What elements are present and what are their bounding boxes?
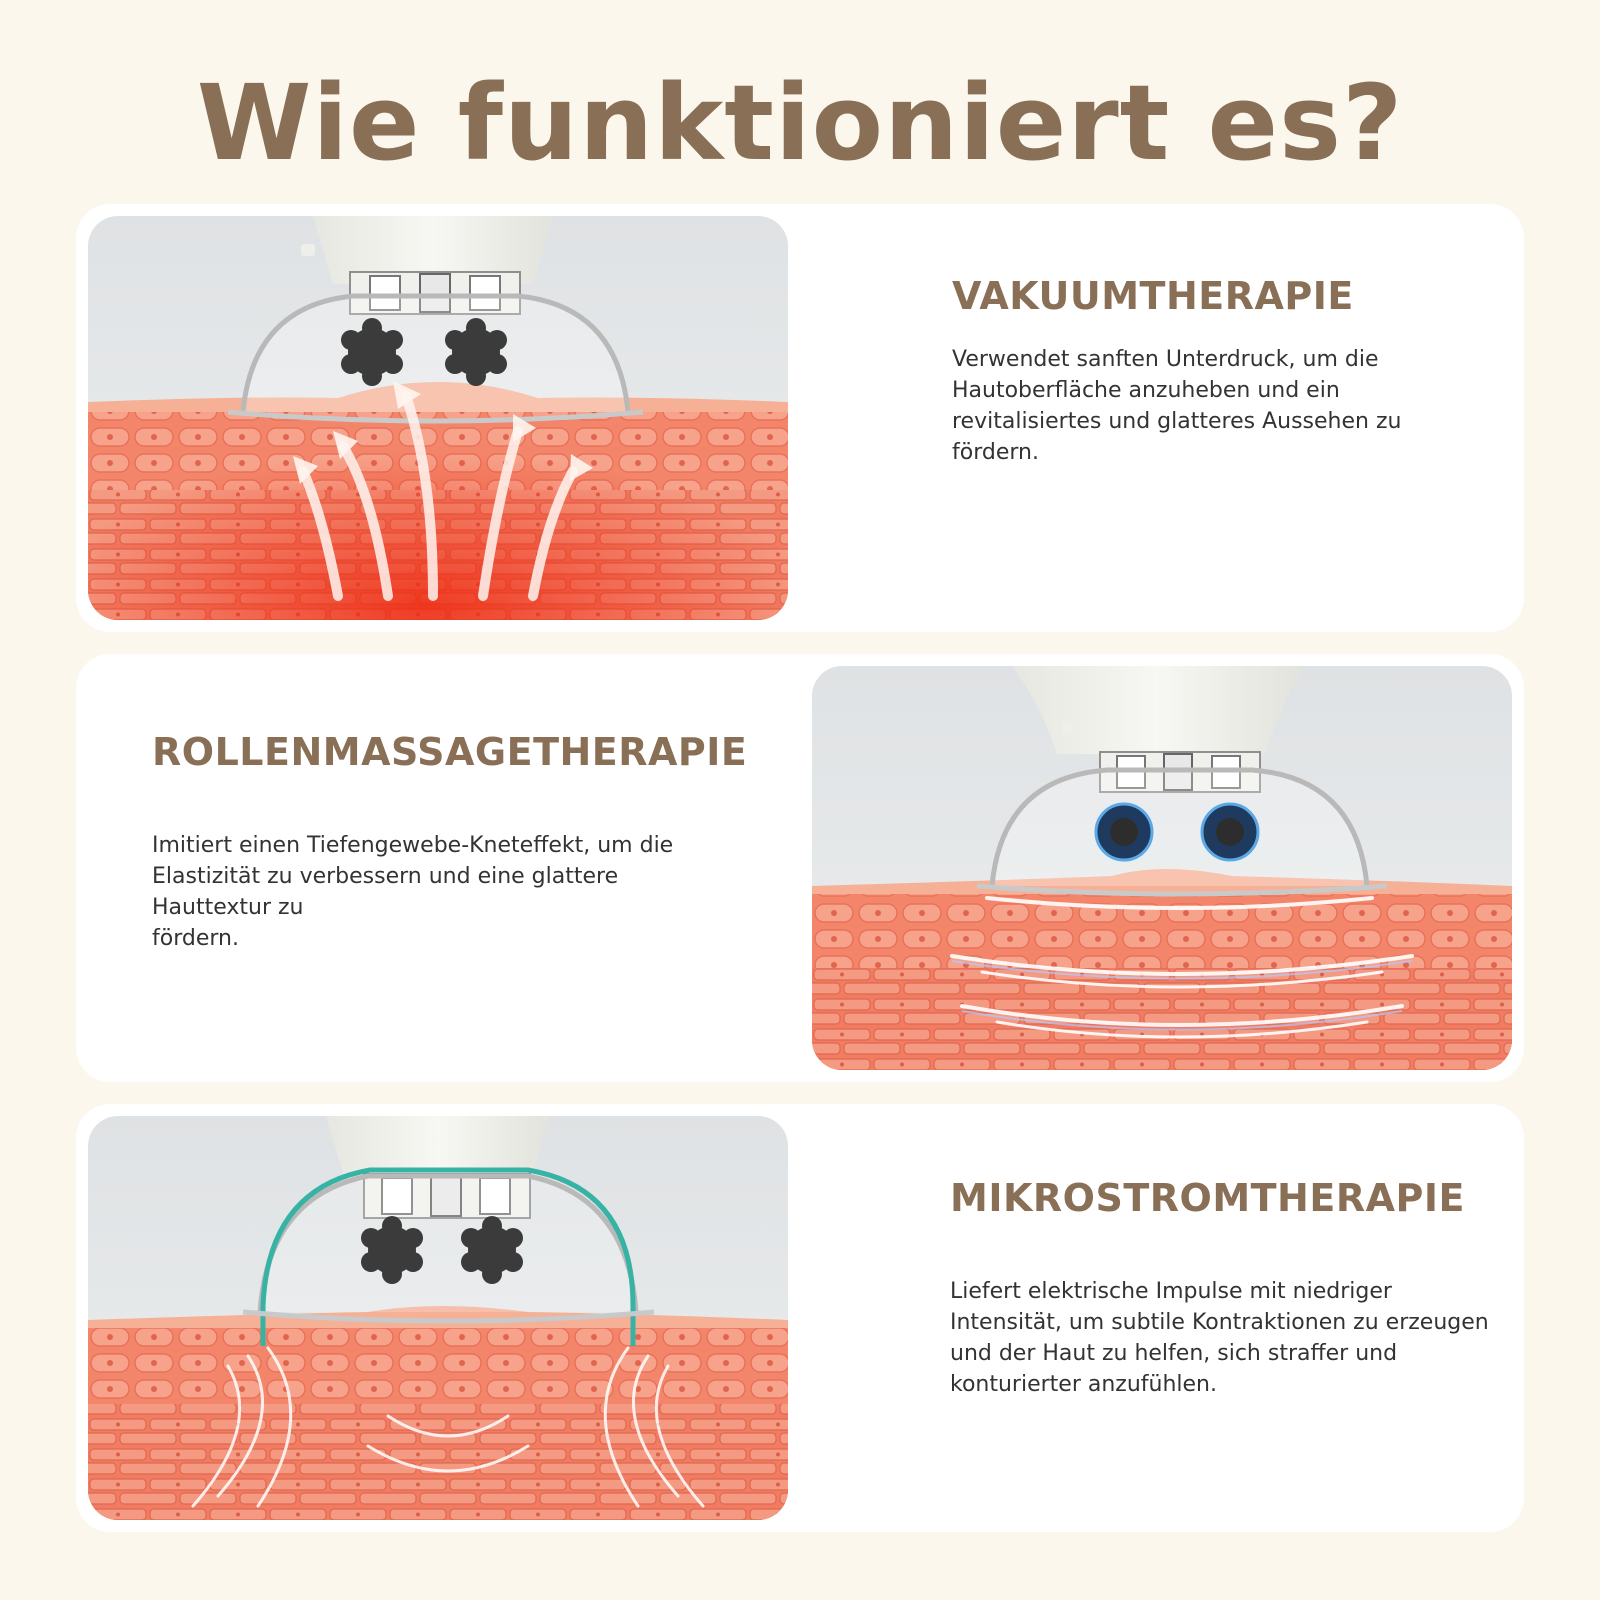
microcurrent-device-illustration — [88, 1116, 788, 1520]
microcurrent-therapy-illustration — [88, 1116, 788, 1520]
microcurrent-therapy-heading: MIKROSTROMTHERAPIE — [950, 1176, 1465, 1220]
page-title: Wie funktioniert es? — [196, 62, 1404, 184]
vacuum-device-illustration — [88, 216, 788, 620]
roller-massage-therapy-illustration — [812, 666, 1512, 1070]
roller-massage-therapy-card: ROLLENMASSAGETHERAPIE Imitiert einen Tie… — [76, 654, 1524, 1082]
vacuum-therapy-heading: VAKUUMTHERAPIE — [952, 274, 1354, 318]
vacuum-therapy-description: Verwendet sanften Unterdruck, um die Hau… — [952, 347, 1402, 465]
microcurrent-therapy-card: MIKROSTROMTHERAPIE Liefert elektrische I… — [76, 1104, 1524, 1532]
roller-massage-therapy-description: Imitiert einen Tiefengewebe-Kneteffekt, … — [152, 833, 674, 951]
microcurrent-therapy-description: Liefert elektrische Impulse mit niedrige… — [950, 1279, 1489, 1397]
roller-massage-therapy-heading: ROLLENMASSAGETHERAPIE — [152, 730, 748, 774]
roller-device-illustration — [812, 666, 1512, 1070]
vacuum-therapy-card: VAKUUMTHERAPIE Verwendet sanften Unterdr… — [76, 204, 1524, 632]
vacuum-therapy-illustration — [88, 216, 788, 620]
